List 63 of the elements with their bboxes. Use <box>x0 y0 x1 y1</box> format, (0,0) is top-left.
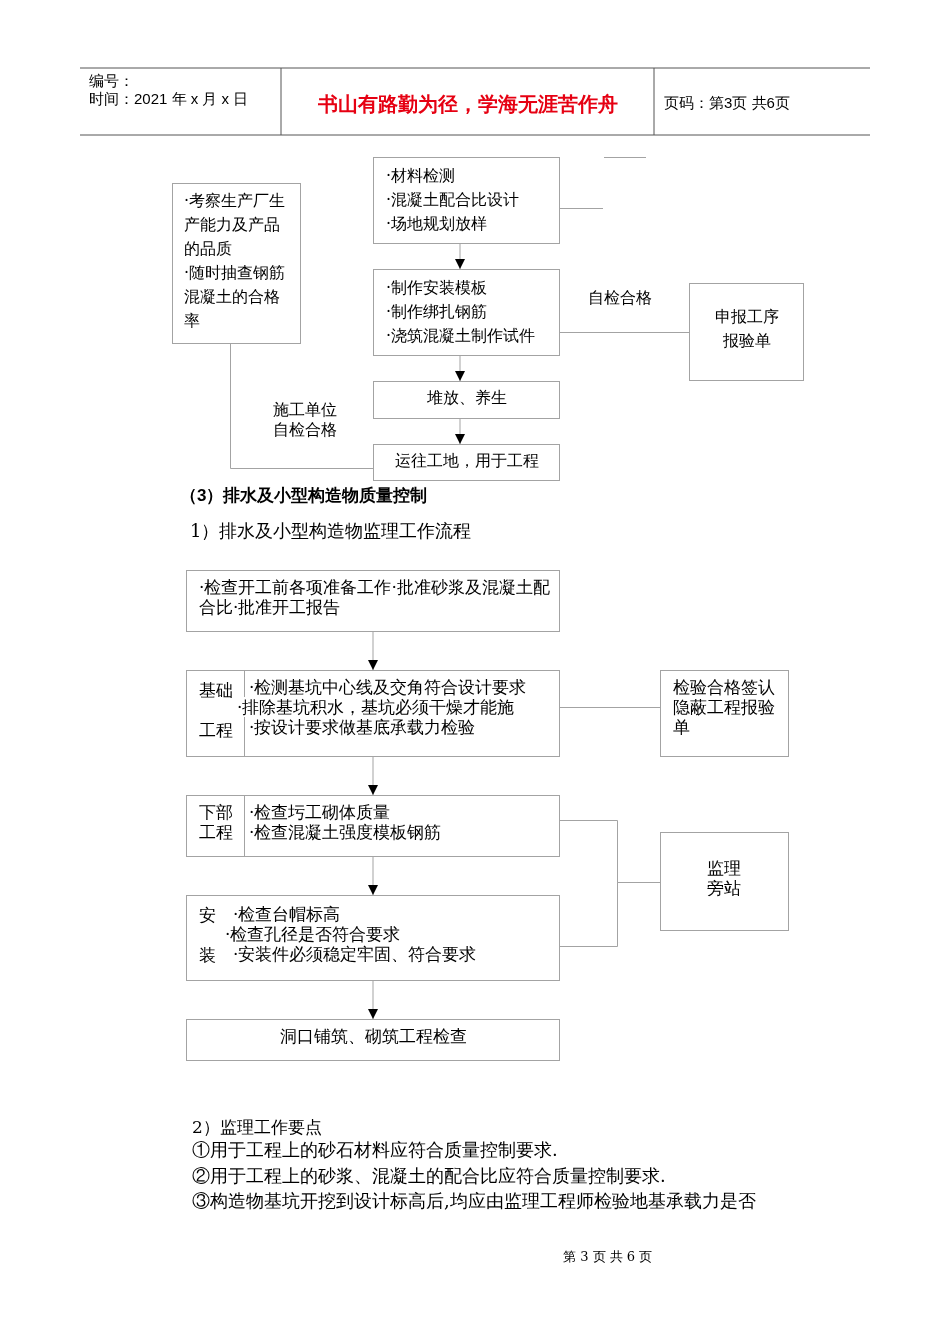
list-item: ③构造物基坑开挖到设计标高后,均应由监理工程师检验地基承载力是否 <box>192 1189 756 1213</box>
arrow <box>455 355 465 382</box>
row-heading: 基础工程 <box>199 679 234 742</box>
note-box <box>172 183 301 344</box>
bullet-item: ·混凝土配合比设计 <box>386 189 520 211</box>
process-box <box>186 1019 560 1061</box>
arrow <box>368 980 378 1020</box>
arrow <box>368 756 378 796</box>
arrow <box>455 243 465 270</box>
bullet-item: ·检查台帽标高 <box>233 904 341 924</box>
process-box <box>373 269 560 356</box>
arrow <box>368 631 378 671</box>
row-heading: 下部工程 <box>199 802 234 842</box>
process-box <box>186 570 560 632</box>
connector-line <box>230 343 374 469</box>
row-heading: 安装 <box>199 904 217 967</box>
bullet-item: ·排除基坑积水，基坑必须干燥才能施 <box>237 697 515 717</box>
process-box <box>373 381 560 419</box>
field-label: 编号： <box>89 72 134 90</box>
process-box <box>186 795 560 857</box>
list-item: ①用于工程上的砂石材料应符合质量控制要求. <box>192 1138 558 1162</box>
edge-label: 施工单位自检合格 <box>271 400 339 440</box>
subsection-heading: 1）排水及小型构造物监理工作流程 <box>190 520 472 542</box>
motto-text: 书山有路勤为径，学海无涯苦作舟 <box>317 92 618 117</box>
step-text: 堆放、养生 <box>426 387 507 409</box>
step-text: 监理旁站 <box>706 858 742 898</box>
section-heading: （3）排水及小型构造物质量控制 <box>180 486 428 506</box>
bullet-item: ·制作安装模板 <box>386 277 488 299</box>
step-text: 申报工序报验单 <box>714 306 780 352</box>
connector-line <box>559 882 661 947</box>
page-number-text: 页码：第3页 共6页 <box>664 94 790 112</box>
bullet-item: ·检查混凝土强度模板钢筋 <box>249 822 442 842</box>
step-text: 洞口铺筑、砌筑工程检查 <box>279 1026 467 1046</box>
date-text: 时间：2021 年 x 月 x 日 <box>89 90 249 108</box>
process-box <box>186 895 560 981</box>
bullet-item: ·检查圬工砌体质量 <box>249 802 391 822</box>
connector-line <box>559 707 661 708</box>
step-text: ·检查开工前各项准备工作·批准砂浆及混凝土配合比·批准开工报告 <box>199 577 551 617</box>
process-box <box>373 157 560 244</box>
step-text: 检验合格签认隐蔽工程报验单 <box>673 677 776 737</box>
arrow <box>368 856 378 896</box>
page-footer: 第 3 页 共 6 页 <box>563 1249 653 1265</box>
bullet-item: ·浇筑混凝土制作试件 <box>386 325 536 347</box>
connector-line <box>559 208 604 209</box>
note-box <box>660 832 789 931</box>
process-box <box>186 670 560 757</box>
note-box <box>660 670 789 757</box>
bullet-item: ·检测基坑中心线及交角符合设计要求 <box>249 677 527 697</box>
subsection-heading: 2）监理工作要点 <box>192 1117 322 1137</box>
bullet-item: ·按设计要求做基底承载力检验 <box>249 717 476 737</box>
bullet-item: ·随时抽查钢筋混凝土的合格率 <box>184 262 287 332</box>
bullet-item: ·场地规划放样 <box>386 213 488 235</box>
arrow <box>455 418 465 445</box>
bullet-item: ·材料检测 <box>386 165 456 187</box>
list-item: ②用于工程上的砂浆、混凝土的配合比应符合质量控制要求. <box>192 1164 666 1188</box>
process-box <box>373 444 560 481</box>
bullet-item: ·安装件必须稳定牢固、符合要求 <box>233 944 477 964</box>
bullet-item: ·制作绑扎钢筋 <box>386 301 488 323</box>
bullet-item: ·检查孔径是否符合要求 <box>225 924 401 944</box>
step-text: 运往工地，用于工程 <box>394 450 539 472</box>
connector-line <box>559 332 690 333</box>
bullet-item: ·考察生产厂生产能力及产品的品质 <box>184 190 287 260</box>
note-box <box>689 283 804 381</box>
